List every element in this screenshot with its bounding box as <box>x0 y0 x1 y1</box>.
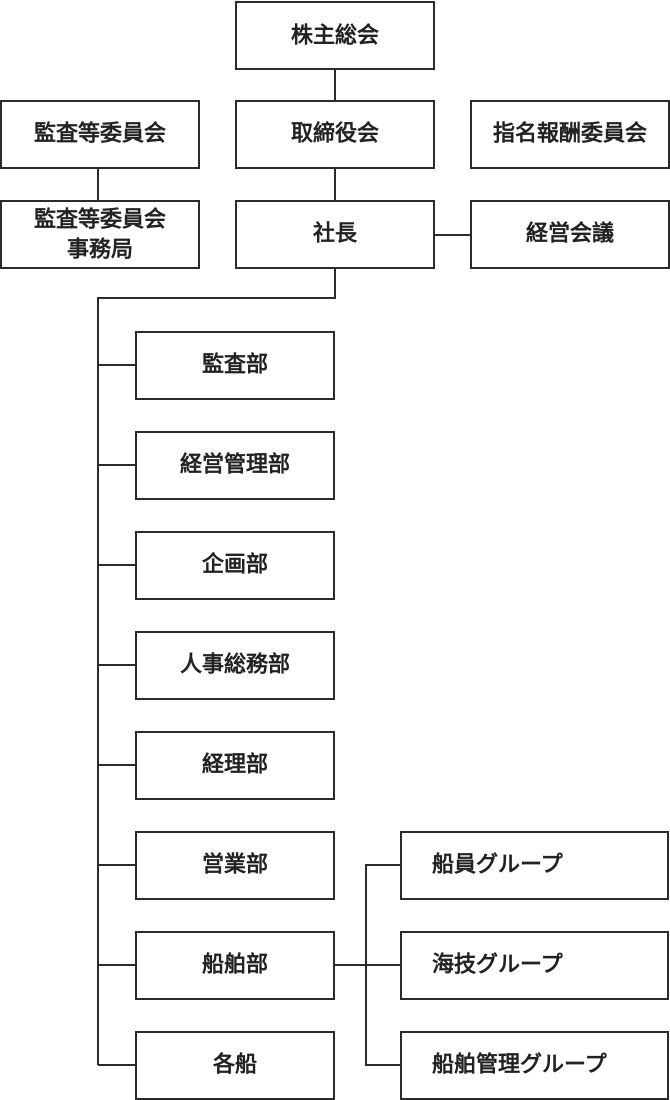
node-label-each-vessel: 各船 <box>212 1052 257 1078</box>
node-management-council: 経営会議 <box>470 200 670 269</box>
node-label-vessel-management-group: 船舶管理グループ <box>432 1052 608 1078</box>
node-label-management-council: 経営会議 <box>526 221 614 247</box>
node-nomination-committee: 指名報酬委員会 <box>470 100 670 169</box>
node-label-nomination-committee: 指名報酬委員会 <box>493 121 647 147</box>
node-audit-committee: 監査等委員会 <box>0 100 200 169</box>
node-label-hr-general-affairs-dept: 人事総務部 <box>180 652 290 678</box>
node-label-audit-dept: 監査部 <box>202 352 268 378</box>
connectors <box>97 69 471 1066</box>
node-shareholders-meeting: 株主総会 <box>235 1 435 70</box>
node-audit-dept: 監査部 <box>135 331 335 400</box>
connector-president-trunk <box>97 268 336 1065</box>
node-label-president: 社長 <box>313 221 358 247</box>
node-label-management-admin-dept: 経営管理部 <box>180 452 290 478</box>
node-vessel-dept: 船舶部 <box>135 931 335 1000</box>
node-board-of-directors: 取締役会 <box>235 100 435 169</box>
node-label-shareholders-meeting: 株主総会 <box>291 23 379 49</box>
node-accounting-dept: 経理部 <box>135 731 335 800</box>
node-sales-dept: 営業部 <box>135 831 335 900</box>
node-label-marine-engineering-group: 海技グループ <box>432 952 564 978</box>
node-each-vessel: 各船 <box>135 1031 335 1100</box>
node-vessel-management-group: 船舶管理グループ <box>400 1031 669 1100</box>
node-label-vessel-dept: 船舶部 <box>202 952 268 978</box>
node-label-accounting-dept: 経理部 <box>202 752 268 778</box>
node-label-audit-committee-office-line2: 事務局 <box>67 237 133 263</box>
node-label-crew-group: 船員グループ <box>432 852 564 878</box>
node-label-board-of-directors: 取締役会 <box>291 121 379 147</box>
node-label-audit-committee: 監査等委員会 <box>34 121 166 147</box>
node-management-admin-dept: 経営管理部 <box>135 431 335 500</box>
node-audit-committee-office: 監査等委員会 事務局 <box>0 200 200 269</box>
node-planning-dept: 企画部 <box>135 531 335 600</box>
node-hr-general-affairs-dept: 人事総務部 <box>135 631 335 700</box>
node-president: 社長 <box>235 200 435 269</box>
node-label-audit-committee-office-line1: 監査等委員会 <box>34 207 166 233</box>
node-label-planning-dept: 企画部 <box>201 552 268 578</box>
node-label-sales-dept: 営業部 <box>202 852 268 878</box>
node-marine-engineering-group: 海技グループ <box>400 931 669 1000</box>
node-crew-group: 船員グループ <box>400 831 669 900</box>
